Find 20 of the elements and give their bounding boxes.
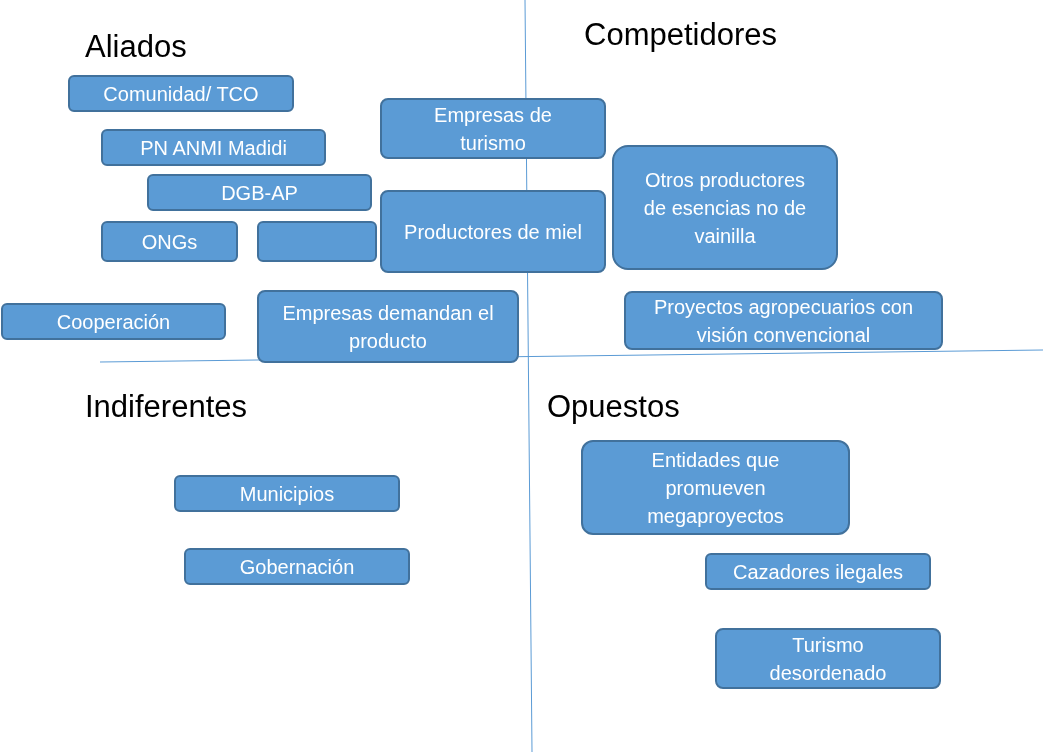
- quadrant-heading: Indiferentes: [85, 388, 247, 426]
- quadrant-heading: Aliados: [85, 28, 187, 66]
- stakeholder-box: [257, 221, 377, 262]
- stakeholder-box: PN ANMI Madidi: [101, 129, 326, 166]
- stakeholder-box: DGB-AP: [147, 174, 372, 211]
- stakeholder-box: Cooperación: [1, 303, 226, 340]
- stakeholder-box: Proyectos agropecuarios con visión convencional: [624, 291, 943, 350]
- stakeholder-box: Turismo desordenado: [715, 628, 941, 689]
- stakeholder-box: Empresas de turismo: [380, 98, 606, 159]
- stakeholder-box: Gobernación: [184, 548, 410, 585]
- quadrant-heading: Opuestos: [547, 388, 680, 426]
- quadrant-heading: Competidores: [584, 16, 777, 54]
- stakeholder-box: Entidades que promueven megaproyectos: [581, 440, 850, 535]
- stakeholder-box: Cazadores ilegales: [705, 553, 931, 590]
- stakeholder-box: ONGs: [101, 221, 238, 262]
- stakeholder-box: Municipios: [174, 475, 400, 512]
- stakeholder-box: Productores de miel: [380, 190, 606, 273]
- stakeholder-box: Comunidad/ TCO: [68, 75, 294, 112]
- stakeholder-box: Empresas demandan el producto: [257, 290, 519, 363]
- stakeholder-box: Otros productores de esencias no de vainilla: [612, 145, 838, 270]
